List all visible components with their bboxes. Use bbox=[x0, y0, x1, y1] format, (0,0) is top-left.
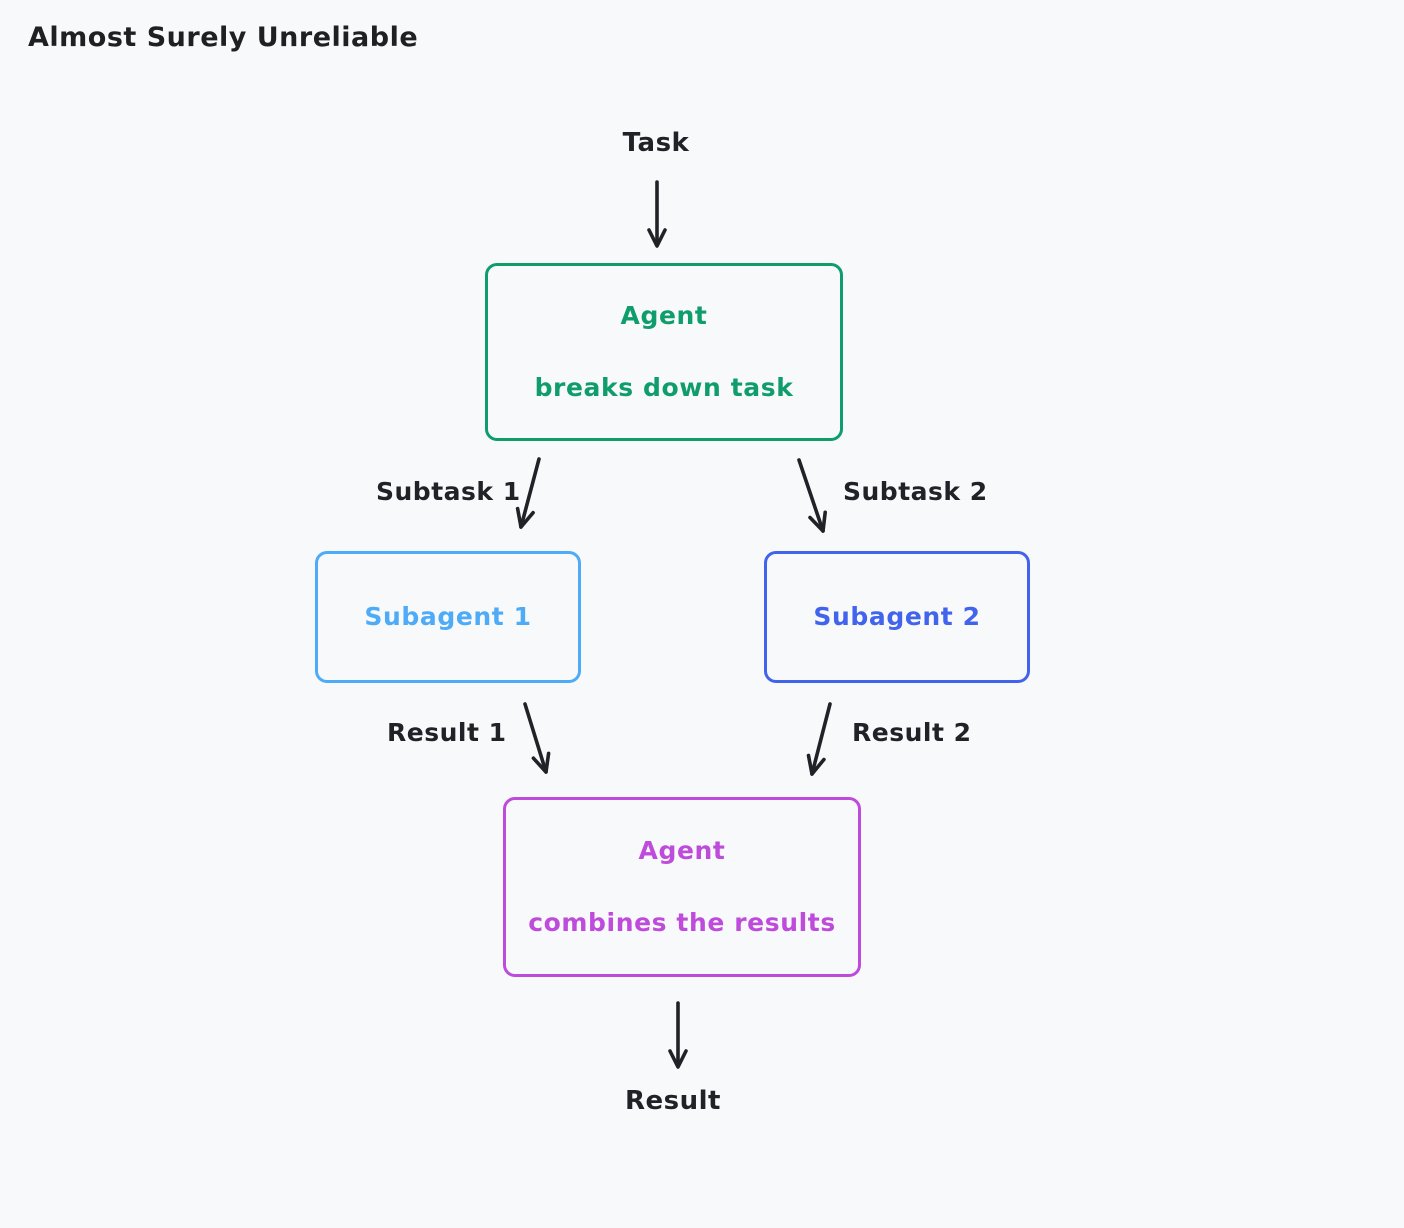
arrow-subagent1-to-combine bbox=[523, 702, 551, 774]
subagent1-title: Subagent 1 bbox=[364, 602, 532, 631]
arrow-combine-to-result bbox=[668, 1001, 688, 1069]
agent-breakdown-node: Agent breaks down task bbox=[485, 263, 843, 441]
result-label: Result bbox=[625, 1086, 721, 1116]
agent-combine-node: Agent combines the results bbox=[503, 797, 861, 977]
agent-breakdown-subtitle: breaks down task bbox=[534, 373, 794, 402]
arrow-task-to-agent bbox=[647, 180, 667, 248]
arrow-agent-to-subagent2 bbox=[797, 458, 827, 533]
agent-breakdown-title: Agent bbox=[620, 301, 708, 330]
result2-label: Result 2 bbox=[852, 718, 972, 747]
subagent2-title: Subagent 2 bbox=[813, 602, 981, 631]
agent-combine-title: Agent bbox=[638, 836, 726, 865]
result1-label: Result 1 bbox=[387, 718, 507, 747]
arrow-subagent2-to-combine bbox=[806, 702, 832, 776]
task-label: Task bbox=[622, 128, 690, 158]
diagram-title: Almost Surely Unreliable bbox=[28, 22, 419, 53]
subagent1-node: Subagent 1 bbox=[315, 551, 581, 683]
arrow-agent-to-subagent1 bbox=[515, 457, 541, 529]
agent-combine-subtitle: combines the results bbox=[528, 908, 836, 937]
subtask2-label: Subtask 2 bbox=[843, 477, 988, 506]
subagent2-node: Subagent 2 bbox=[764, 551, 1030, 683]
subtask1-label: Subtask 1 bbox=[376, 477, 521, 506]
